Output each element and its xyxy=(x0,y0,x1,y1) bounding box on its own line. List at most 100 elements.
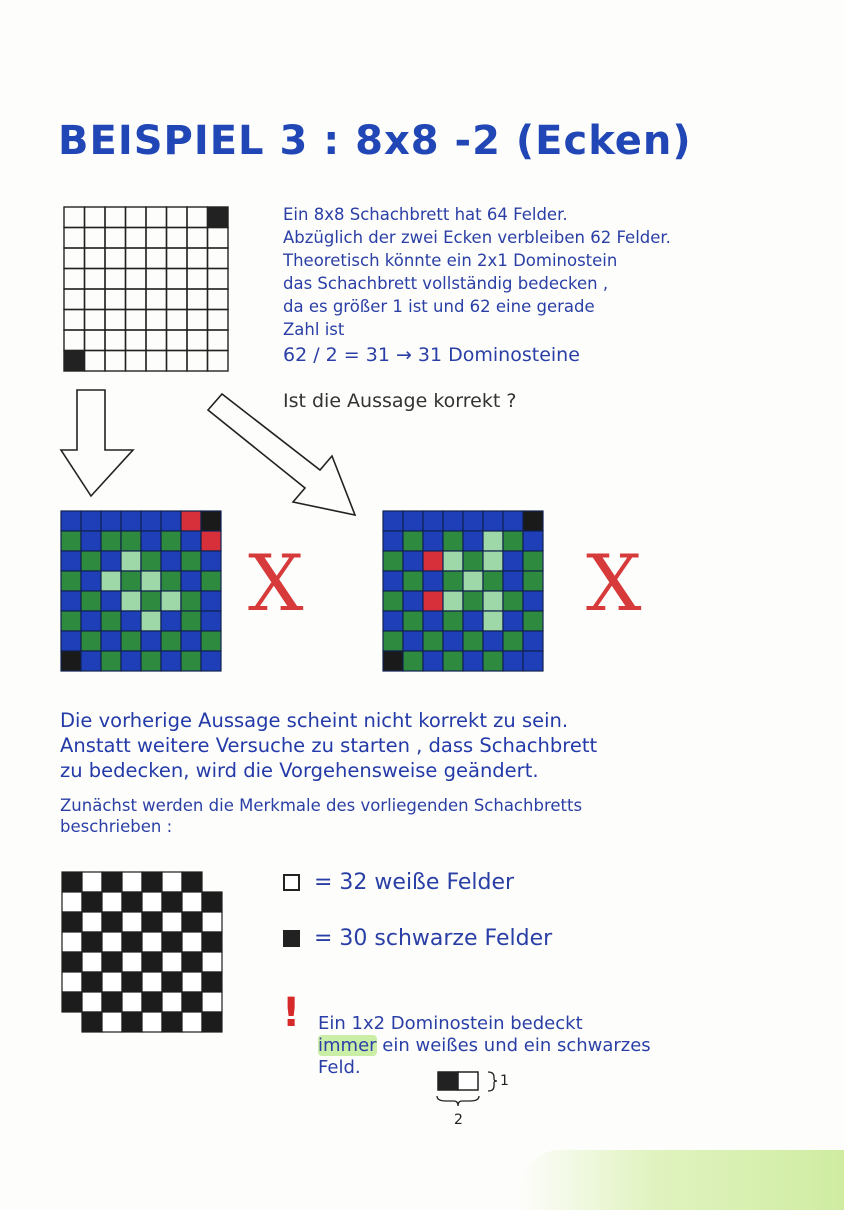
checker-cell xyxy=(81,1011,103,1033)
board-cell xyxy=(186,308,209,331)
board-cell xyxy=(124,206,147,229)
board-cell xyxy=(522,630,544,652)
board-cell xyxy=(382,650,404,672)
features-text: Zunächst werden die Merkmale des vorlieg… xyxy=(60,795,582,837)
board-cell xyxy=(104,247,127,270)
board-cell xyxy=(402,530,424,552)
checker-cell xyxy=(201,931,223,953)
intro-line: Abzüglich der zwei Ecken verbleiben 62 F… xyxy=(283,228,671,247)
board-cell xyxy=(522,650,544,672)
board-cell xyxy=(140,590,162,612)
board-cell xyxy=(402,570,424,592)
checker-cell xyxy=(161,971,183,993)
checker-cell xyxy=(101,891,123,913)
board-cell xyxy=(502,510,524,532)
board-cell xyxy=(140,650,162,672)
checker-cell xyxy=(141,951,163,973)
height-brace-icon xyxy=(487,1071,498,1092)
board-cell xyxy=(442,570,464,592)
domino-note: Ein 1x2 Dominostein bedeckt immer ein we… xyxy=(318,1013,651,1079)
board-cell xyxy=(180,590,202,612)
board-cell xyxy=(63,329,86,352)
black-square-icon xyxy=(283,930,300,947)
features-line: Zunächst werden die Merkmale des vorlieg… xyxy=(60,796,583,815)
board-cell xyxy=(145,206,168,229)
board-cell xyxy=(482,590,504,612)
board-cell xyxy=(104,206,127,229)
board-cell xyxy=(160,510,182,532)
checker-cell xyxy=(201,971,223,993)
board-cell xyxy=(165,267,188,290)
board-cell xyxy=(160,550,182,572)
intro-line: Theoretisch könnte ein 2x1 Dominostein xyxy=(283,251,618,270)
empty-board xyxy=(63,206,229,372)
board-cell xyxy=(382,530,404,552)
checker-cell xyxy=(121,991,143,1013)
board-cell xyxy=(502,650,524,672)
board-cell xyxy=(60,550,82,572)
board-cell xyxy=(60,650,82,672)
board-cell xyxy=(165,226,188,249)
board-cell xyxy=(83,206,106,229)
checker-cell xyxy=(121,891,143,913)
checker-cell xyxy=(81,951,103,973)
board-cell xyxy=(100,550,122,572)
board-cell xyxy=(63,226,86,249)
conclusion-line: zu bedecken, wird die Vorgehensweise geä… xyxy=(60,759,539,782)
checker-cell xyxy=(61,951,83,973)
board-cell xyxy=(80,530,102,552)
checker-cell xyxy=(121,951,143,973)
checker-cell xyxy=(141,931,163,953)
board-cell xyxy=(80,610,102,632)
board-cell xyxy=(200,570,222,592)
board-cell xyxy=(482,510,504,532)
board-cell xyxy=(502,610,524,632)
board-cell xyxy=(206,267,229,290)
board-cell xyxy=(104,329,127,352)
checker-cell xyxy=(101,951,123,973)
board-cell xyxy=(160,570,182,592)
board-cell xyxy=(442,530,464,552)
checker-cell xyxy=(61,991,83,1013)
board-cell xyxy=(180,650,202,672)
board-cell xyxy=(160,530,182,552)
board-cell xyxy=(124,247,147,270)
board-cell xyxy=(200,610,222,632)
board-cell xyxy=(83,329,106,352)
board-cell xyxy=(160,630,182,652)
board-cell xyxy=(462,630,484,652)
board-cell xyxy=(124,267,147,290)
board-cell xyxy=(60,610,82,632)
board-cell xyxy=(145,226,168,249)
checker-cell xyxy=(181,911,203,933)
board-cell xyxy=(482,550,504,572)
board-cell xyxy=(186,226,209,249)
board-cell xyxy=(442,650,464,672)
board-cell xyxy=(100,630,122,652)
checker-cell xyxy=(101,871,123,893)
board-cell xyxy=(200,530,222,552)
legend-black-label: = 30 schwarze Felder xyxy=(314,926,553,951)
board-cell xyxy=(482,570,504,592)
checker-cell xyxy=(161,951,183,973)
board-cell xyxy=(140,570,162,592)
board-cell xyxy=(63,247,86,270)
board-cell xyxy=(80,550,102,572)
checker-cell xyxy=(101,931,123,953)
board-cell xyxy=(104,267,127,290)
board-cell xyxy=(140,630,162,652)
board-cell xyxy=(60,570,82,592)
checker-cell xyxy=(141,911,163,933)
board-cell xyxy=(100,510,122,532)
board-cell xyxy=(502,590,524,612)
board-cell xyxy=(422,610,444,632)
board-cell xyxy=(502,530,524,552)
board-cell xyxy=(80,630,102,652)
note-line: Ein 1x2 Dominostein bedeckt xyxy=(318,1013,583,1034)
checker-cell xyxy=(161,931,183,953)
checker-cell xyxy=(181,951,203,973)
checker-cell xyxy=(61,891,83,913)
checker-cell xyxy=(161,891,183,913)
board-cell xyxy=(160,610,182,632)
board-cell xyxy=(200,650,222,672)
